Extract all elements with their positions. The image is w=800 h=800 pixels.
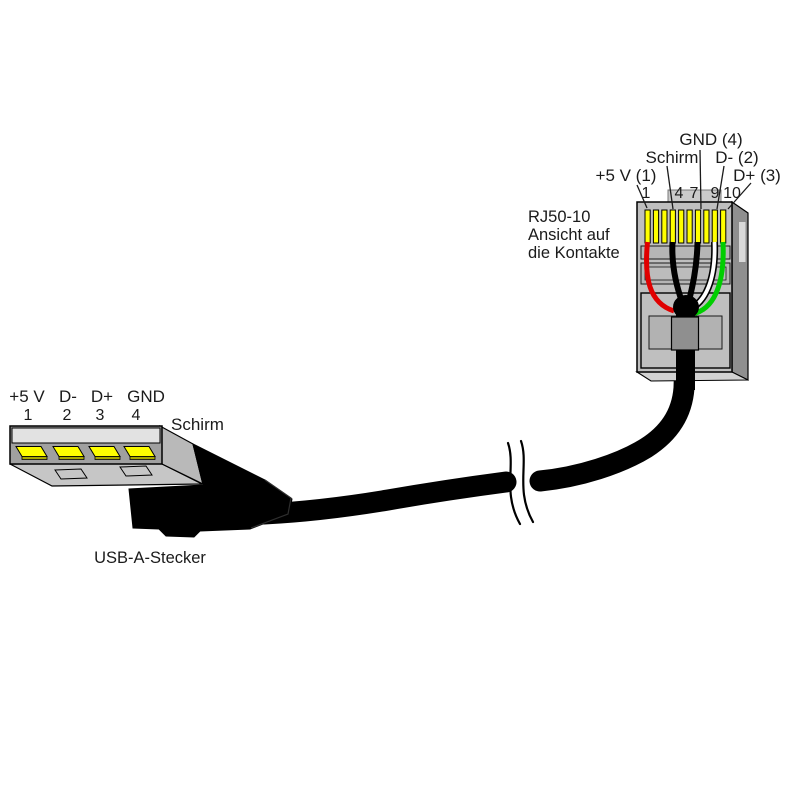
- usb-contact-1: [15, 446, 48, 460]
- rj50-leader-lines: [636, 149, 752, 210]
- usb-label-dminus: D-: [59, 387, 77, 406]
- leader-gnd: [699, 149, 702, 210]
- rj50-label-schirm: Schirm: [646, 148, 699, 167]
- rj50-connector: GND (4) Schirm D- (2) +5 V (1) D+ (3) 1 …: [528, 130, 781, 390]
- usb-caption: USB-A-Stecker: [94, 549, 206, 567]
- usb-a-connector: +5 V D- D+ GND 1 2 3 4 Schirm USB-A-Stec…: [9, 387, 293, 567]
- usb-shell-top-strip: [11, 427, 161, 444]
- rj50-caption-line2: Ansicht auf: [528, 226, 610, 244]
- usb-pin-number-1: 1: [24, 407, 33, 424]
- usb-shell-hole-2: [119, 465, 153, 477]
- rj50-caption: RJ50-10 Ansicht auf die Kontakte: [528, 208, 620, 262]
- rj50-contact-4: [669, 209, 676, 244]
- wire-green-dplus: [691, 241, 726, 317]
- rj50-pin-number-4: 4: [675, 185, 684, 202]
- rj50-contact-8: [703, 209, 710, 244]
- rj50-contact-6: [686, 209, 693, 244]
- usb-pin-number-2: 2: [63, 407, 72, 424]
- wire-red-plus5v: [644, 241, 675, 314]
- rj50-contact-1: [644, 209, 651, 244]
- leader-dplus: [727, 182, 752, 210]
- leader-dminus: [716, 165, 725, 210]
- leader-plus5v: [636, 184, 648, 209]
- usb-plug-body: [128, 443, 293, 538]
- cable-segment-usb: [253, 471, 517, 525]
- rj50-pin-number-1: 1: [642, 185, 651, 202]
- rj50-contact-5: [678, 209, 685, 244]
- usb-shell-hole-1: [54, 468, 88, 480]
- usb-contacts: [15, 446, 156, 460]
- usb-plug-body-edge: [250, 479, 292, 529]
- rj50-contact-2: [652, 209, 660, 244]
- leader-schirm: [666, 165, 674, 210]
- rj50-side-slot: [739, 222, 746, 262]
- rj50-strip-1: [640, 245, 731, 260]
- cable-segment-rj50: [529, 344, 696, 492]
- usb-label-gnd: GND: [127, 387, 165, 406]
- usb-contact-2: [52, 446, 85, 460]
- rj50-contact-3: [661, 209, 668, 244]
- rj50-label-gnd: GND (4): [679, 130, 742, 149]
- rj50-label-dminus: D- (2): [715, 148, 758, 167]
- usb-contact-3: [88, 446, 121, 460]
- usb-label-schirm: Schirm: [171, 415, 224, 434]
- rj50-pin-number-10: 10: [723, 185, 741, 202]
- usb-contact-4: [123, 446, 156, 460]
- rj50-label-plus5v: +5 V (1): [596, 166, 657, 185]
- cable: [253, 344, 696, 526]
- rj50-strain-relief: [670, 316, 700, 351]
- rj50-contact-9: [711, 209, 718, 244]
- rj50-caption-line3: die Kontakte: [528, 244, 620, 262]
- rj50-caption-line1: RJ50-10: [528, 208, 590, 226]
- usb-pin-number-4: 4: [132, 407, 141, 424]
- rj50-pin-number-9: 9: [711, 185, 720, 202]
- usb-pin-number-3: 3: [96, 407, 105, 424]
- cable-break-icon: [506, 439, 535, 526]
- usb-label-plus5v: +5 V: [9, 387, 45, 406]
- rj50-label-dplus: D+ (3): [733, 166, 781, 185]
- usb-label-dplus: D+: [91, 387, 113, 406]
- rj50-contact-7: [694, 209, 702, 244]
- rj50-pin-number-7: 7: [690, 185, 699, 202]
- rj50-contact-10: [720, 209, 727, 244]
